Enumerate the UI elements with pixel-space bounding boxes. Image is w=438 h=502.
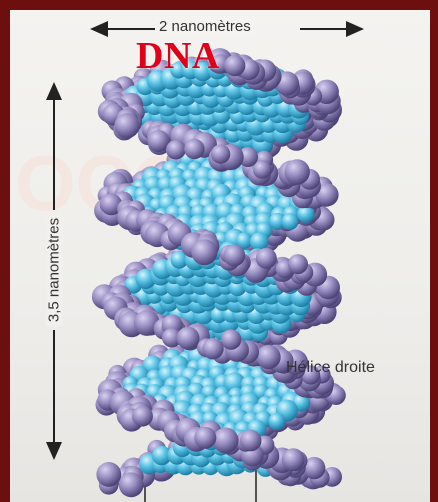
backbone-atom — [194, 427, 216, 449]
backbone-atom — [191, 239, 217, 265]
backbone-atom — [213, 428, 239, 454]
backbone-atom — [223, 245, 245, 267]
base-pair-atom — [268, 413, 285, 430]
height-label: 3,5 nanomètres — [46, 214, 63, 326]
backbone-atom — [256, 248, 277, 269]
backbone-atom — [202, 338, 223, 359]
dna-illustration: OCC — [10, 10, 430, 502]
backbone-atom — [257, 345, 281, 369]
backbone-atom — [211, 144, 230, 163]
dna-helix-model — [92, 48, 346, 497]
backbone-atom — [114, 113, 139, 138]
backbone-atom — [240, 430, 262, 452]
backbone-atom — [119, 472, 144, 497]
width-label: 2 nanomètres — [156, 18, 254, 35]
backbone-atom — [285, 159, 310, 184]
backbone-atom — [221, 329, 241, 349]
backbone-atom — [167, 140, 186, 159]
illustration-panel: OCC 2 nanomètres DNA 3,5 nanomètres Héli… — [10, 10, 430, 502]
backbone-atom — [96, 462, 121, 487]
helix-label: Hélice droite — [286, 359, 375, 377]
backbone-atom — [224, 55, 245, 76]
base-pair-atom — [282, 213, 299, 230]
backbone-atom — [288, 254, 308, 274]
backbone-atom — [282, 448, 305, 471]
figure-title: DNA — [136, 34, 220, 78]
backbone-atom — [184, 139, 204, 159]
backbone-atom — [132, 406, 153, 427]
backbone-atom — [177, 327, 200, 350]
